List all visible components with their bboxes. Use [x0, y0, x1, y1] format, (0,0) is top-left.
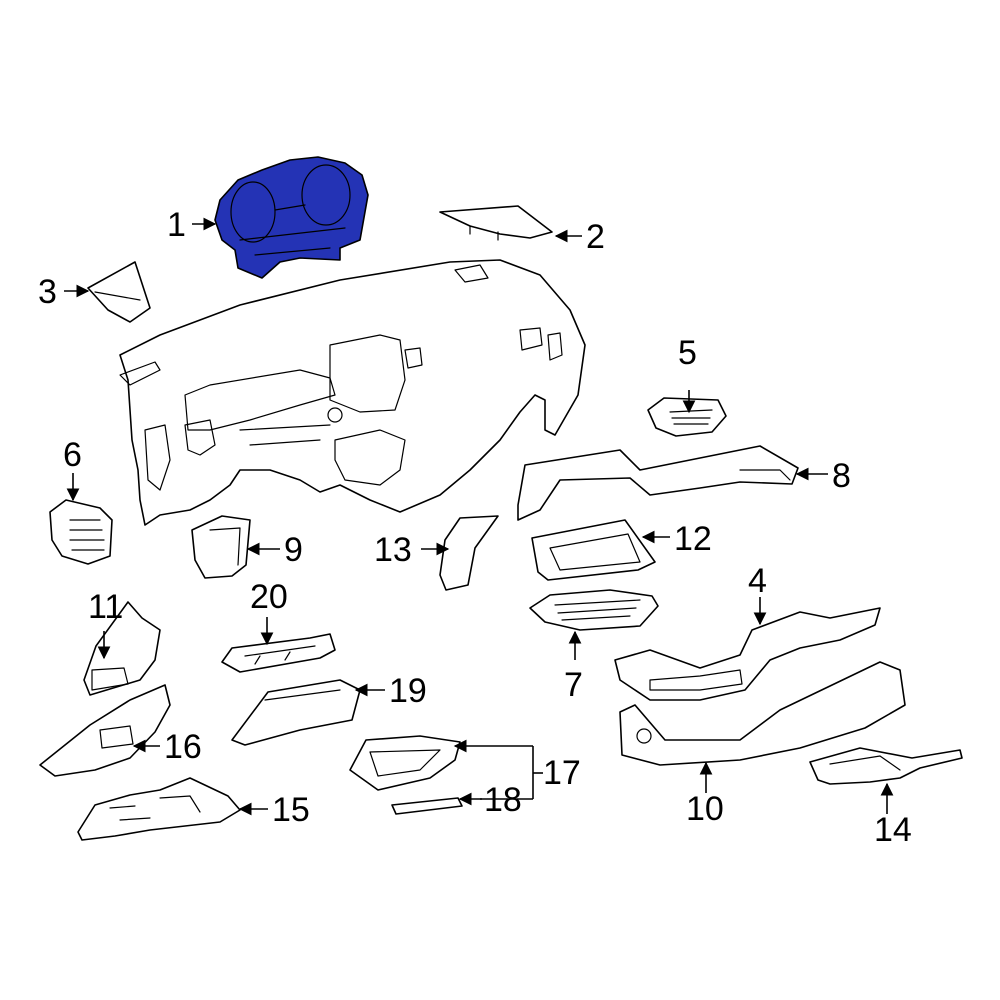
part-19-panel: [231, 679, 361, 746]
part-2-trim-panel: [439, 205, 553, 241]
callout-2: 2: [586, 218, 605, 256]
part-16-lower-trim: [39, 684, 171, 777]
part-10-lower-glove-panel: [619, 661, 906, 766]
part-20-switch-panel: [221, 633, 336, 673]
part-14-floor-bracket: [809, 747, 963, 785]
callout-10: 10: [686, 790, 724, 828]
part-17-glove-box: [349, 735, 461, 791]
callout-13: 13: [374, 531, 412, 569]
callout-labels: 1 2 3 4 5 6 7 8 9 10 11 12 13 14 15 16 1…: [38, 206, 912, 849]
callout-8: 8: [832, 457, 851, 495]
callout-16: 16: [164, 728, 202, 766]
part-13-bracket: [439, 515, 499, 591]
callout-14: 14: [874, 811, 912, 849]
callout-5: 5: [678, 334, 697, 372]
part-15-support-bracket: [77, 777, 241, 841]
part-12-display-trim: [531, 519, 656, 581]
callout-4: 4: [748, 562, 767, 600]
part-6-side-vent: [49, 499, 113, 565]
instrument-panel: [119, 259, 586, 526]
callout-19: 19: [389, 672, 427, 710]
part-1-instrument-cluster: [214, 156, 369, 279]
callout-7: 7: [564, 666, 583, 704]
callout-18: 18: [484, 781, 522, 819]
callout-6: 6: [63, 436, 82, 474]
part-7-center-vent: [529, 589, 659, 631]
part-8-reinforcement: [517, 445, 799, 521]
leader-lines: [64, 217, 894, 816]
part-3-side-cover: [87, 261, 151, 323]
callout-12: 12: [674, 520, 712, 558]
callout-11: 11: [88, 588, 123, 626]
callout-17: 17: [543, 754, 581, 792]
callout-20: 20: [250, 578, 288, 616]
callout-1: 1: [167, 206, 186, 244]
part-11-knee-trim: [83, 601, 161, 696]
callout-9: 9: [284, 531, 303, 569]
part-18-strip: [391, 797, 463, 815]
part-4-lower-panel: [614, 607, 881, 701]
part-5-air-vent: [647, 397, 727, 437]
callout-15: 15: [272, 791, 310, 829]
part-9-vent-duct: [191, 515, 251, 579]
callout-3: 3: [38, 273, 57, 311]
